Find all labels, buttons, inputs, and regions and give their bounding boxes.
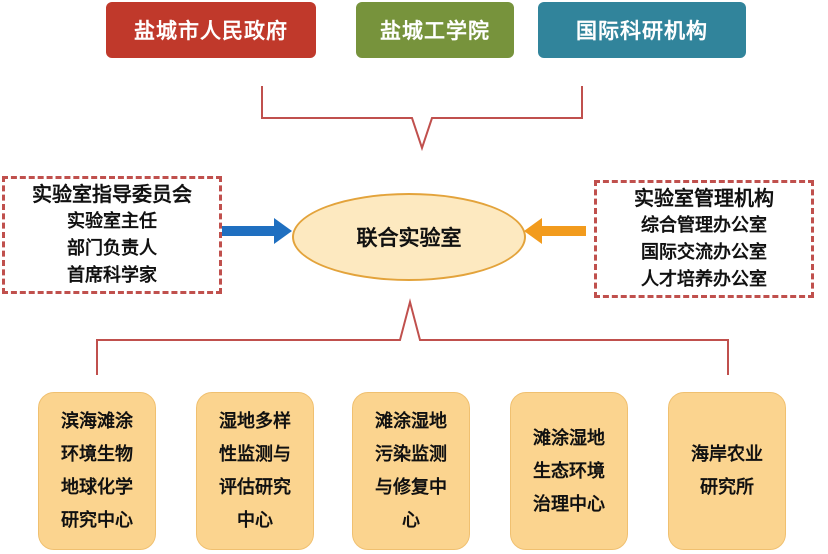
arrow-right-blue <box>220 218 292 244</box>
research-center-box: 滨海滩涂 环境生物 地球化学 研究中心 <box>38 392 156 550</box>
research-center-label: 滩涂湿地 生态环境 治理中心 <box>533 427 605 515</box>
partner-box-international-institutions: 国际科研机构 <box>538 2 746 58</box>
research-center-box: 滩涂湿地 污染监测 与修复中 心 <box>352 392 470 550</box>
management-item: 国际交流办公室 <box>641 242 767 263</box>
research-center-label: 湿地多样 性监测与 评估研究 中心 <box>219 411 291 531</box>
research-center-box: 湿地多样 性监测与 评估研究 中心 <box>196 392 314 550</box>
research-center-label: 滨海滩涂 环境生物 地球化学 研究中心 <box>61 411 133 531</box>
joint-lab-node: 联合实验室 <box>292 193 526 281</box>
partner-box-yancheng-institute: 盐城工学院 <box>356 2 514 58</box>
top-brace <box>261 86 583 152</box>
research-center-box: 海岸农业 研究所 <box>668 392 786 550</box>
partner-box-yancheng-government: 盐城市人民政府 <box>106 2 316 58</box>
management-heading: 实验室管理机构 <box>634 186 774 210</box>
management-item: 综合管理办公室 <box>641 215 767 236</box>
research-center-label: 滩涂湿地 污染监测 与修复中 心 <box>375 411 447 531</box>
steering-item: 部门负责人 <box>67 238 157 259</box>
steering-committee-heading: 实验室指导委员会 <box>32 182 192 206</box>
bottom-brace <box>96 298 729 375</box>
joint-lab-label: 联合实验室 <box>356 226 462 250</box>
steering-committee-box: 实验室指导委员会 实验室主任 部门负责人 首席科学家 <box>2 176 222 294</box>
partner-label: 盐城市人民政府 <box>134 19 288 43</box>
steering-item: 实验室主任 <box>67 211 157 232</box>
partner-label: 盐城工学院 <box>380 19 490 43</box>
research-center-box: 滩涂湿地 生态环境 治理中心 <box>510 392 628 550</box>
research-center-label: 海岸农业 研究所 <box>691 444 763 498</box>
partner-label: 国际科研机构 <box>576 19 708 43</box>
steering-item: 首席科学家 <box>67 265 157 286</box>
arrow-left-orange <box>524 218 586 244</box>
management-item: 人才培养办公室 <box>641 269 767 290</box>
management-box: 实验室管理机构 综合管理办公室 国际交流办公室 人才培养办公室 <box>594 180 814 298</box>
